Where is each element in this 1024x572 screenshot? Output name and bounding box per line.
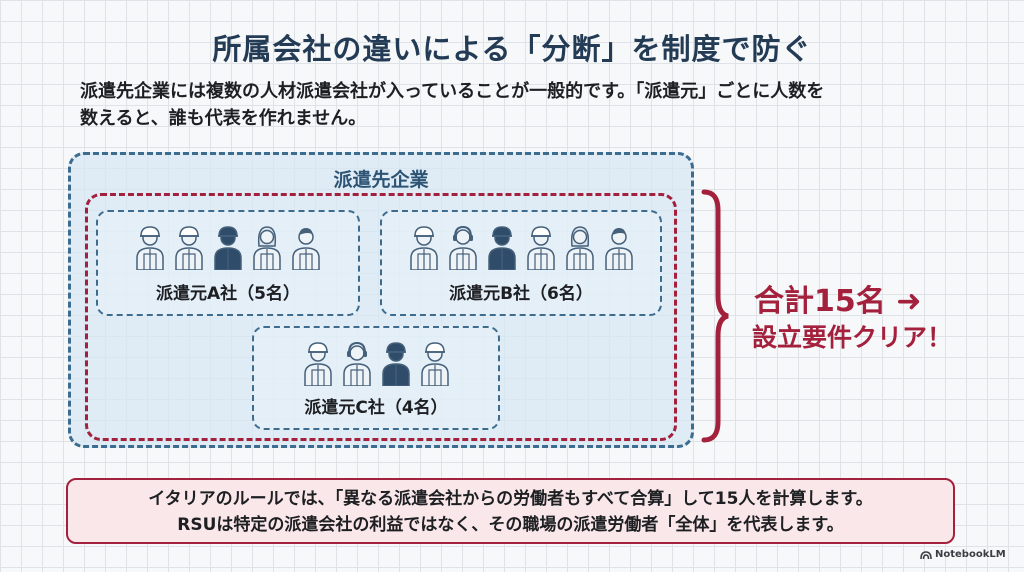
worker-icon bbox=[604, 228, 633, 270]
total-count-text: 合計15名 ➜ bbox=[754, 284, 922, 319]
agency-b-label: 派遣元B社（6名） bbox=[449, 284, 593, 304]
combined-count-box: 派遣元A社（5名） bbox=[85, 193, 677, 441]
worker-icon bbox=[292, 228, 320, 270]
worker-icon bbox=[342, 341, 371, 386]
worker-icon bbox=[420, 342, 449, 386]
requirement-cleared-text: 設立要件クリア！ bbox=[752, 323, 953, 352]
rule-note-line-2: RSUは特定の派遣会社の利益ではなく、その職場の派遣労働者「全体」を代表します。 bbox=[177, 515, 844, 535]
worker-icon bbox=[526, 226, 555, 270]
worker-icon bbox=[381, 342, 410, 386]
curly-brace-icon bbox=[701, 189, 729, 443]
worker-icon bbox=[448, 225, 477, 270]
intro-text: 派遣先企業には複数の人材派遣会社が入っていることが一般的です。「派遣元」ごとに人… bbox=[80, 78, 980, 132]
agency-b-group: 派遣元B社（6名） bbox=[380, 210, 662, 316]
agency-a-group: 派遣元A社（5名） bbox=[96, 210, 360, 316]
worker-icon bbox=[214, 226, 242, 270]
host-company-label: 派遣先企業 bbox=[333, 169, 429, 191]
host-company-box: 派遣先企業 bbox=[68, 152, 694, 448]
worker-icon bbox=[303, 342, 332, 386]
agency-c-label: 派遣元C社（4名） bbox=[304, 398, 448, 418]
intro-line-1: 派遣先企業には複数の人材派遣会社が入っていることが一般的です。「派遣元」ごとに人… bbox=[80, 81, 825, 102]
notebooklm-logo-icon bbox=[920, 550, 932, 559]
worker-icon bbox=[409, 226, 438, 270]
worker-icon bbox=[565, 226, 594, 270]
worker-icon bbox=[136, 226, 164, 270]
agency-b-workers bbox=[382, 222, 660, 270]
notebooklm-logo-text: NotebookLM bbox=[935, 549, 1006, 560]
notebooklm-logo: NotebookLM bbox=[920, 549, 1006, 560]
rule-note-box: イタリアのルールでは、「異なる派遣会社からの労働者もすべて合算」して15人を計算… bbox=[66, 478, 955, 544]
agency-a-label: 派遣元A社（5名） bbox=[156, 284, 300, 304]
rule-note-line-1: イタリアのルールでは、「異なる派遣会社からの労働者もすべて合算」して15人を計算… bbox=[148, 489, 873, 509]
worker-icon bbox=[253, 226, 281, 270]
agency-c-group: 派遣元C社（4名） bbox=[252, 326, 500, 430]
worker-icon bbox=[487, 226, 516, 270]
page-title: 所属会社の違いによる「分断」を制度で防ぐ bbox=[212, 32, 812, 66]
intro-line-2: 数えると、誰も代表を作れません。 bbox=[80, 108, 367, 129]
agency-c-workers bbox=[254, 338, 498, 386]
worker-icon bbox=[175, 226, 203, 270]
agency-a-workers bbox=[98, 222, 358, 270]
